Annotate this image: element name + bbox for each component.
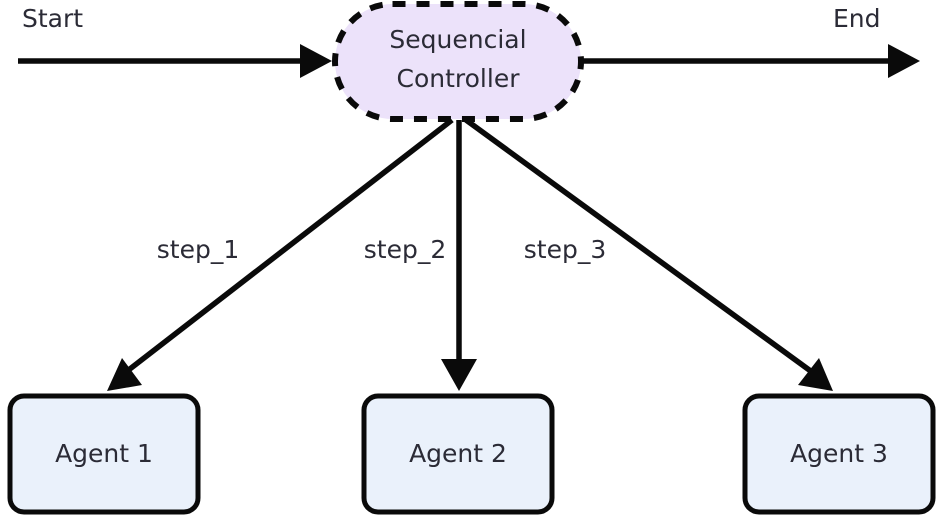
edge-controller-to-agent2 — [441, 120, 477, 391]
agent-3-node-shape[interactable] — [742, 393, 936, 515]
terminal-label-start: Start — [22, 4, 83, 33]
edge-controller-to-end — [583, 44, 920, 78]
controller-node-label-line-2: Controller — [397, 64, 521, 93]
edge-step-3-arrowhead-icon — [798, 358, 833, 391]
agent-2-node-label: Agent 2 — [409, 439, 507, 468]
edge-step-1-arrowhead-icon — [107, 358, 142, 391]
edge-step-1-line — [124, 117, 454, 375]
edge-start-arrowhead-icon — [300, 44, 332, 78]
edge-step-2-arrowhead-icon — [441, 359, 477, 391]
node-agent-2[interactable]: Agent 2 — [361, 393, 555, 515]
edge-controller-to-agent3 — [464, 117, 833, 391]
edge-end-arrowhead-icon — [888, 44, 920, 78]
edge-start-to-controller — [18, 44, 332, 78]
node-sequencial-controller[interactable]: Sequencial Controller — [332, 1, 584, 122]
controller-node-label-line-1: Sequencial — [389, 25, 526, 54]
edge-label-step-2: step_2 — [364, 235, 446, 264]
edge-label-step-3: step_3 — [524, 235, 606, 264]
edge-label-step-1: step_1 — [157, 235, 239, 264]
agent-3-node-label: Agent 3 — [790, 439, 888, 468]
node-agent-3[interactable]: Agent 3 — [742, 393, 936, 515]
edge-controller-to-agent1 — [107, 117, 454, 391]
agent-1-node-shape[interactable] — [7, 393, 201, 515]
agent-1-node-label: Agent 1 — [55, 439, 153, 468]
edge-step-3-line — [464, 117, 814, 375]
node-agent-1[interactable]: Agent 1 — [7, 393, 201, 515]
agent-2-node-shape[interactable] — [361, 393, 555, 515]
controller-node-shape[interactable] — [332, 1, 584, 122]
terminal-label-end: End — [833, 4, 881, 33]
